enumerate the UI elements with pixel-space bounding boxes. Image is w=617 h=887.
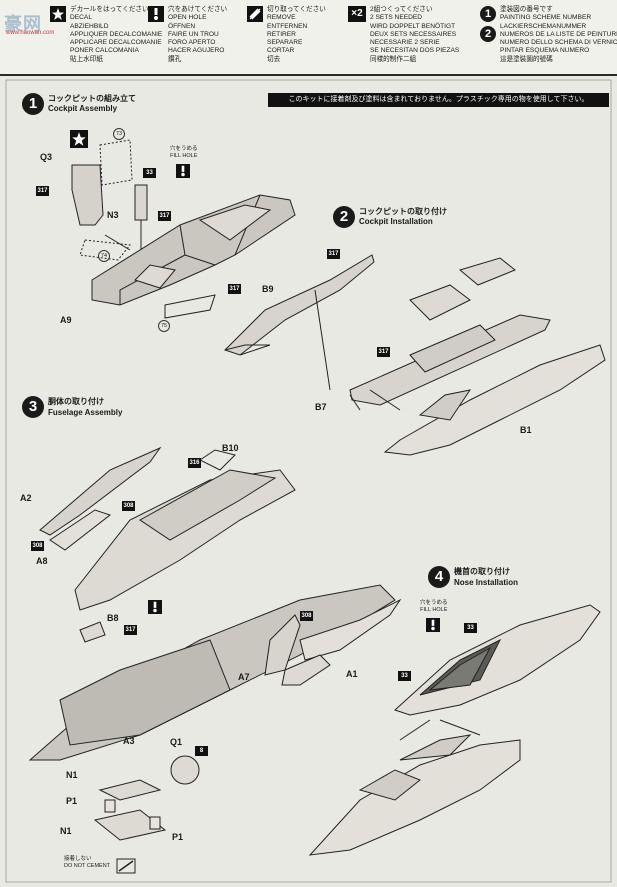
part-label-b10: B10 [222,443,239,453]
paint-tag-308: 308 [31,541,44,551]
hole-icon [148,6,164,22]
cut-icon [247,6,263,22]
part-label-b8: B8 [107,613,119,623]
step-4-number: 4 [428,566,450,588]
part-label-q3: Q3 [40,152,53,162]
watermark-logo: 豪网 [4,14,42,35]
part-label-p1-left: P1 [66,796,78,806]
decal-number-73: 73 [113,128,125,140]
decal-number-74: 74 [98,250,110,262]
decal-star-icon [70,130,88,148]
paint-tag-316: 316 [188,458,201,468]
paint-tag-308: 308 [300,611,313,621]
step-3-number: 3 [22,396,44,418]
step-2-number: 2 [333,206,355,228]
fill-hole-icon [176,164,190,178]
part-label-b1: B1 [520,425,532,435]
paint-tag-8: 8 [195,746,208,756]
paint-tag-33: 33 [464,623,477,633]
paint-tag-33: 33 [143,168,156,178]
part-label-n1-bottom: N1 [60,826,72,836]
paint-tag-317: 317 [124,625,137,635]
part-label-b9: B9 [262,284,274,294]
part-label-a3: A3 [123,736,135,746]
paint-tag-317: 317 [228,284,241,294]
watermark-url: www.haowan.com [6,30,55,36]
decal-number-75: 75 [158,320,170,332]
scheme-mark-2: 2 [480,26,496,42]
cockpit-installation-drawing [224,254,606,456]
step-4-title-en: Nose Installation [454,578,519,587]
part-label-a7: A7 [238,672,250,682]
step-3-title-jp: 胴体の取り付け [48,397,104,406]
part-label-a2: A2 [20,493,32,503]
step-3-title-en: Fuselage Assembly [48,408,123,417]
step-2-title-en: Cockpit Installation [359,217,433,226]
cockpit-tub-drawing [71,139,296,319]
paint-tag-317: 317 [158,211,171,221]
part-label-a1: A1 [346,669,358,679]
x2-icon: ×2 [348,6,366,22]
fill-hole-icon [426,618,440,632]
step-2-title-jp: コックピットの取り付け [359,207,447,216]
fuselage-assembly-drawing [28,446,402,761]
decal-icon [50,6,66,22]
part-label-p1-right: P1 [172,832,184,842]
fill-hole-icon [148,600,162,614]
part-label-q1: Q1 [170,737,183,747]
paint-tag-317: 317 [327,249,340,259]
nose-installation-drawing [308,604,601,856]
scheme-mark-1: 1 [480,6,496,22]
paint-tag-33: 33 [398,671,411,681]
paint-tag-317: 317 [377,347,390,357]
paint-tag-308: 308 [122,501,135,511]
part-label-b7: B7 [315,402,327,412]
step-4-title-jp: 機首の取り付け [454,567,510,576]
part-label-a8: A8 [36,556,48,566]
notice-banner: このキットに接着剤及び塗料は含まれておりません。プラスチック専用の物を使用して下… [268,93,609,107]
part-label-n1-top: N1 [66,770,78,780]
paint-tag-317: 317 [36,186,49,196]
gear-door-parts-drawing [93,755,200,841]
step-1-number: 1 [22,93,44,115]
part-label-a9: A9 [60,315,72,325]
step-1-title-en: Cockpit Assembly [48,104,118,113]
step-1-title-jp: コックピットの組み立て [48,94,136,103]
part-label-n3: N3 [107,210,119,220]
no-cement-icon [116,858,136,874]
